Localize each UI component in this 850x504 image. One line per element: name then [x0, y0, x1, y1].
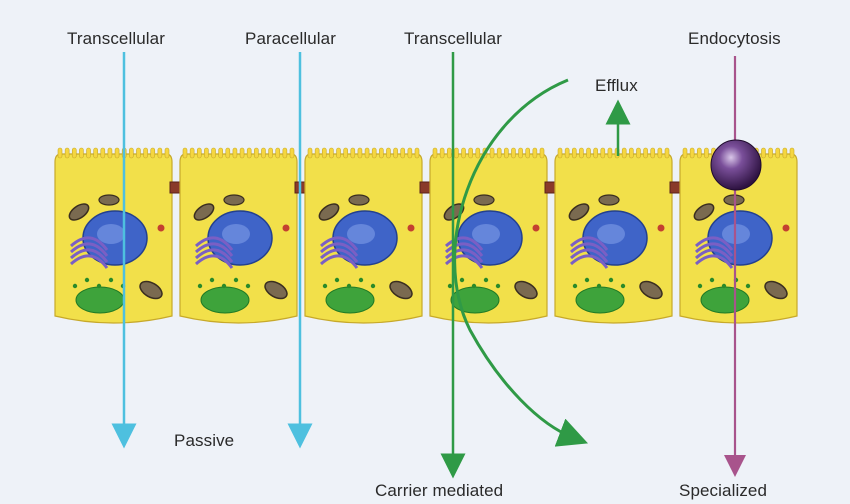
label-carrier-mediated: Carrier mediated [375, 481, 503, 501]
label-endocytosis: Endocytosis [688, 29, 781, 49]
epithelial-cell [180, 148, 297, 323]
epithelial-cell [430, 148, 547, 323]
label-passive: Passive [174, 431, 234, 451]
endocytic-vesicle-icon [711, 140, 761, 190]
epithelial-cell-layer [55, 148, 797, 323]
label-specialized: Specialized [679, 481, 767, 501]
epithelial-cell [305, 148, 422, 323]
label-paracellular: Paracellular [245, 29, 336, 49]
epithelial-cell [555, 148, 672, 323]
label-efflux: Efflux [595, 76, 638, 96]
epithelial-cell [55, 148, 172, 323]
label-transcellular-1: Transcellular [67, 29, 165, 49]
label-transcellular-2: Transcellular [404, 29, 502, 49]
